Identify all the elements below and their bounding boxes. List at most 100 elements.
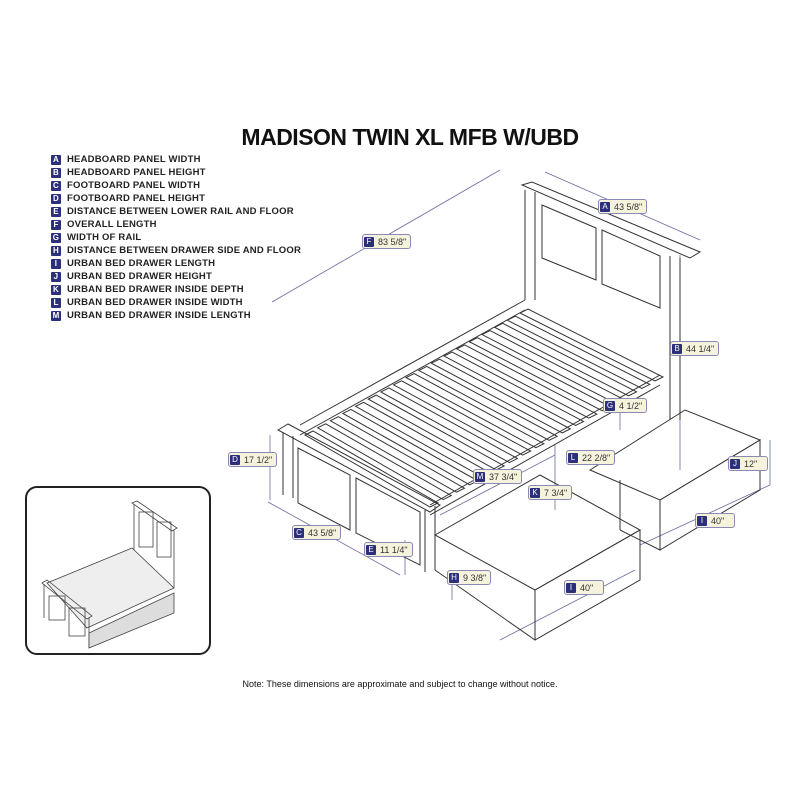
bed-slat xyxy=(367,394,506,471)
legend-label: URBAN BED DRAWER HEIGHT xyxy=(67,271,212,282)
legend-item-e: E DISTANCE BETWEEN LOWER RAIL AND FLOOR xyxy=(51,205,301,218)
dimension-value: 9 3/8" xyxy=(463,572,487,583)
key-badge: M xyxy=(475,471,485,482)
dimension-lines xyxy=(267,169,771,641)
dimension-label-k: K 7 3/4" xyxy=(528,485,573,500)
legend-item-k: K URBAN BED DRAWER INSIDE DEPTH xyxy=(51,283,301,296)
legend-item-i: I URBAN BED DRAWER LENGTH xyxy=(51,257,301,270)
dimension-value: 12" xyxy=(744,458,758,469)
bed-slat xyxy=(392,380,532,456)
key-badge: H xyxy=(51,245,61,256)
key-badge: G xyxy=(51,232,61,243)
bed-slat xyxy=(417,365,559,441)
bed-slat xyxy=(443,351,585,427)
dimension-label-j: J 12" xyxy=(728,456,769,471)
key-badge: F xyxy=(51,219,61,230)
key-badge: L xyxy=(51,297,61,308)
key-badge: E xyxy=(366,544,376,555)
bed-slat xyxy=(518,308,665,382)
dimension-value: 22 2/8" xyxy=(582,452,611,463)
dimension-value: 40" xyxy=(711,515,725,526)
dimension-label-b: B 44 1/4" xyxy=(670,341,720,356)
bed-slat xyxy=(430,358,572,434)
key-badge: M xyxy=(51,310,61,321)
bed-slat xyxy=(379,387,519,464)
key-badge: B xyxy=(672,343,682,354)
dimension-value: 43 5/8" xyxy=(614,201,643,212)
key-badge: G xyxy=(605,400,615,411)
legend-item-d: D FOOTBOARD PANEL HEIGHT xyxy=(51,192,301,205)
key-badge: C xyxy=(294,527,304,538)
key-badge: K xyxy=(51,284,61,295)
dimension-label-i-front: I 40" xyxy=(564,580,605,595)
legend-item-h: H DISTANCE BETWEEN DRAWER SIDE AND FLOOR xyxy=(51,244,301,257)
disclaimer-note: Note: These dimensions are approximate a… xyxy=(242,679,558,689)
bed-slat xyxy=(480,329,625,404)
bed-slat xyxy=(455,344,598,419)
bed-slat xyxy=(493,322,638,397)
legend-item-b: B HEADBOARD PANEL HEIGHT xyxy=(51,166,301,179)
bed-slat xyxy=(316,423,453,501)
bed-slat xyxy=(405,373,545,449)
key-badge: C xyxy=(51,180,61,191)
dimension-label-l: L 22 2/8" xyxy=(566,450,616,465)
legend-item-a: A HEADBOARD PANEL WIDTH xyxy=(51,153,301,166)
key-badge: K xyxy=(530,487,540,498)
key-badge: B xyxy=(51,167,61,178)
dimension-value: 7 3/4" xyxy=(544,487,568,498)
bed-slat xyxy=(303,430,440,508)
legend-label: OVERALL LENGTH xyxy=(67,219,157,230)
legend-label: URBAN BED DRAWER INSIDE DEPTH xyxy=(67,284,244,295)
dimension-label-a: A 43 5/8" xyxy=(598,199,648,214)
legend-label: DISTANCE BETWEEN DRAWER SIDE AND FLOOR xyxy=(67,245,302,256)
legend-item-g: G WIDTH OF RAIL xyxy=(51,231,301,244)
bed-slat xyxy=(329,416,466,493)
dimension-label-i-back: I 40" xyxy=(695,513,736,528)
key-badge: D xyxy=(51,193,61,204)
headboard xyxy=(520,181,702,420)
bed-slat xyxy=(468,337,612,412)
dimension-label-m: M 37 3/4" xyxy=(473,469,523,484)
dimension-value: 44 1/4" xyxy=(686,343,715,354)
legend-label: FOOTBOARD PANEL WIDTH xyxy=(67,180,201,191)
legend-label: URBAN BED DRAWER INSIDE WIDTH xyxy=(67,297,243,308)
key-badge: I xyxy=(697,515,707,526)
dimension-value: 83 5/8" xyxy=(378,236,407,247)
key-badge: D xyxy=(230,454,240,465)
legend-label: DISTANCE BETWEEN LOWER RAIL AND FLOOR xyxy=(67,206,294,217)
legend-label: URBAN BED DRAWER LENGTH xyxy=(67,258,216,269)
legend-label: HEADBOARD PANEL HEIGHT xyxy=(67,167,206,178)
legend-label: HEADBOARD PANEL WIDTH xyxy=(67,154,201,165)
dimension-value: 43 5/8" xyxy=(308,527,337,538)
legend-item-l: L URBAN BED DRAWER INSIDE WIDTH xyxy=(51,296,301,309)
drawer-back xyxy=(588,409,762,551)
key-badge: I xyxy=(566,582,576,593)
side-rails xyxy=(299,299,665,516)
legend-item-f: F OVERALL LENGTH xyxy=(51,218,301,231)
key-badge: J xyxy=(730,458,740,469)
dimension-label-c: C 43 5/8" xyxy=(292,525,342,540)
key-badge: I xyxy=(51,258,61,269)
legend-label: FOOTBOARD PANEL HEIGHT xyxy=(67,193,206,204)
key-badge: E xyxy=(51,206,61,217)
page-title: MADISON TWIN XL MFB W/UBD xyxy=(241,124,579,150)
dimension-value: 37 3/4" xyxy=(489,471,518,482)
key-badge: A xyxy=(600,201,610,212)
legend-label: WIDTH OF RAIL xyxy=(67,232,142,243)
dimension-value: 40" xyxy=(580,582,594,593)
bed-slat xyxy=(506,315,651,389)
bed-thumbnail-drawing xyxy=(41,500,178,649)
key-badge: A xyxy=(51,154,61,165)
bed-thumbnail-inset xyxy=(25,486,211,655)
bed-slat xyxy=(341,408,479,486)
key-badge: L xyxy=(568,452,578,463)
